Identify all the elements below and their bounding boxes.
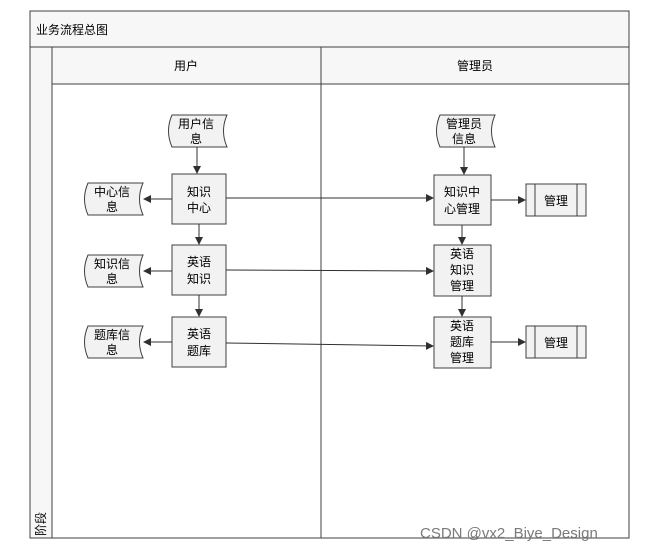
process-knowledge-center: 知识 中心 (171, 173, 227, 225)
process-english-knowledge-mgmt-line1: 英语 (450, 247, 474, 261)
process-knowledge-center-line2: 中心 (187, 200, 211, 215)
process-knowledge-center-mgmt-line2: 心管理 (444, 201, 480, 216)
process-english-bank-line2: 题库 (187, 343, 211, 358)
arrow-to-english-knowledge-mgmt (225, 266, 434, 275)
data-user-info-line1: 用户信 (178, 116, 214, 131)
subprocess-manage-1-label: 管理 (544, 193, 568, 208)
process-knowledge-center-mgmt-line1: 知识中 (444, 184, 480, 199)
data-knowledge-info-line1: 知识信 (94, 257, 130, 271)
data-bank-info-line2: 息 (106, 342, 118, 357)
process-knowledge-center-mgmt: 知识中 心管理 (433, 174, 492, 226)
data-user-info-line2: 息 (190, 131, 202, 146)
data-bank-info-line1: 题库信 (94, 327, 130, 342)
subprocess-manage-1: 管理 (525, 183, 587, 217)
data-admin-info-line2: 信息 (452, 131, 476, 146)
process-english-bank: 英语 题库 (171, 316, 227, 368)
phase-label: 阶段 (33, 512, 48, 536)
watermark-text: CSDN @vx2_Biye_Design (420, 525, 598, 542)
process-english-bank-mgmt-line2: 题库 (450, 334, 474, 349)
title-bar (29, 10, 630, 48)
data-user-info: 用户信 息 (168, 114, 228, 148)
process-english-knowledge-line2: 知识 (187, 272, 211, 286)
data-center-info-line2: 息 (106, 199, 118, 214)
phase-column (29, 46, 53, 539)
data-admin-info-line1: 管理员 (446, 116, 482, 131)
process-english-bank-mgmt: 英语 题库 管理 (433, 316, 492, 369)
process-english-bank-mgmt-line1: 英语 (450, 319, 474, 333)
process-english-knowledge-mgmt: 英语 知识 管理 (433, 244, 492, 297)
process-english-knowledge-mgmt-line3: 管理 (450, 278, 474, 293)
data-knowledge-info: 知识信 息 (84, 254, 144, 288)
data-knowledge-info-line2: 息 (106, 271, 118, 286)
process-english-knowledge-line1: 英语 (187, 255, 211, 269)
data-center-info: 中心信 息 (84, 182, 144, 216)
data-center-info-line1: 中心信 (94, 184, 130, 199)
subprocess-manage-2-label: 管理 (544, 335, 568, 350)
arrow-to-english-bank-mgmt (225, 341, 434, 350)
process-english-bank-mgmt-line3: 管理 (450, 350, 474, 365)
process-english-knowledge: 英语 知识 (171, 244, 227, 296)
subprocess-manage-2: 管理 (525, 325, 587, 359)
lane-label-admin: 管理员 (457, 58, 493, 73)
lane-label-user: 用户 (174, 58, 198, 73)
process-english-knowledge-mgmt-line2: 知识 (450, 263, 474, 277)
data-admin-info: 管理员 信息 (436, 114, 496, 148)
process-knowledge-center-line1: 知识 (187, 185, 211, 199)
data-bank-info: 题库信 息 (84, 325, 144, 359)
lane-header-admin (320, 46, 630, 85)
lane-header-user (51, 46, 322, 85)
process-english-bank-line1: 英语 (187, 327, 211, 341)
diagram-title: 业务流程总图 (36, 22, 108, 37)
